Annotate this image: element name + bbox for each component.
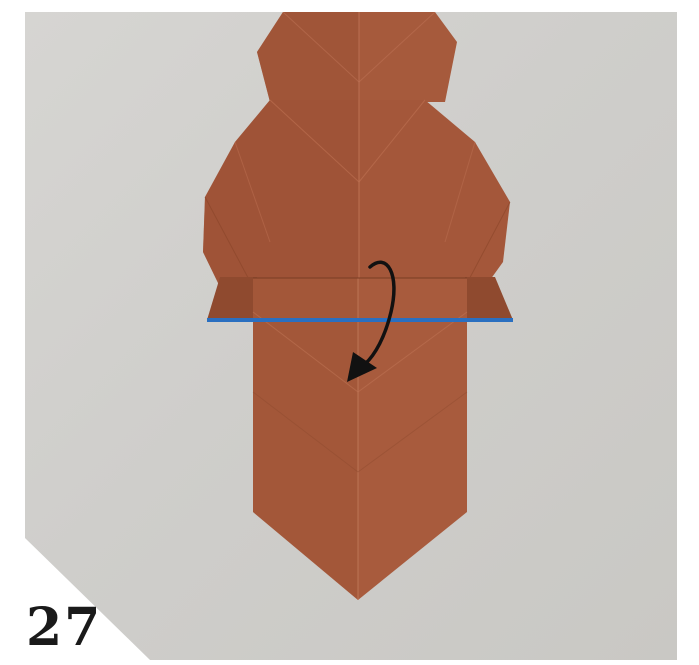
model-right-tab <box>465 277 513 320</box>
origami-model <box>25 12 677 660</box>
model-top-shade <box>257 12 359 102</box>
model-left-tab <box>207 277 257 320</box>
model-middle-left-flap <box>203 100 359 287</box>
origami-photo <box>25 12 677 660</box>
model-lower-flap-left-shade <box>253 278 358 600</box>
step-number: 27 <box>26 602 102 654</box>
